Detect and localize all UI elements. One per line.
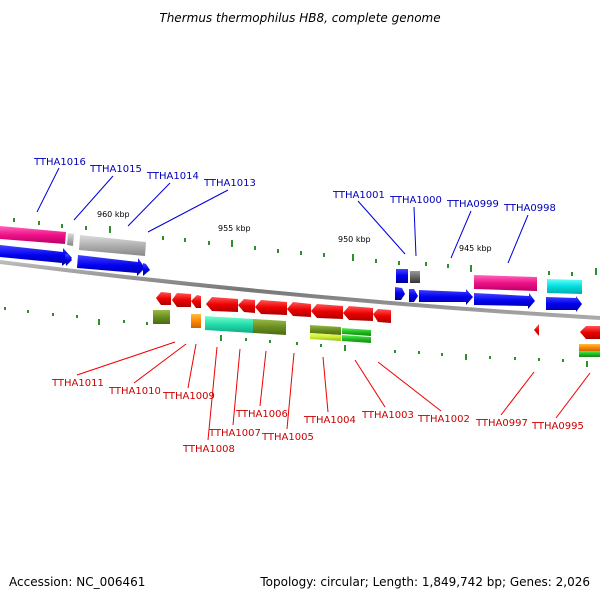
gene-label-TTHA1006: TTHA1006 xyxy=(235,409,288,420)
plus-label-leaders xyxy=(36,167,529,264)
gene-label-TTHA1001: TTHA1001 xyxy=(332,190,385,201)
plus-feature-row xyxy=(0,226,582,294)
genome-axis xyxy=(0,260,600,320)
gene-label-TTHA1011: TTHA1011 xyxy=(51,378,104,389)
gene-label-TTHA1016: TTHA1016 xyxy=(33,157,86,168)
gene-label-TTHA1014: TTHA1014 xyxy=(146,171,199,182)
minus-strand-cds xyxy=(156,292,600,339)
scale-label-950: 950 kbp xyxy=(338,235,371,244)
gene-label-TTHA0997: TTHA0997 xyxy=(475,418,528,429)
scale-label-960: 960 kbp xyxy=(97,210,130,219)
gene-label-TTHA0995: TTHA0995 xyxy=(531,421,584,432)
gene-label-TTHA0999: TTHA0999 xyxy=(446,199,499,210)
gene-label-TTHA1009: TTHA1009 xyxy=(162,391,215,402)
gene-label-TTHA1000: TTHA1000 xyxy=(389,195,442,206)
gene-label-TTHA1007: TTHA1007 xyxy=(208,428,261,439)
gene-label-TTHA1003: TTHA1003 xyxy=(361,410,414,421)
gene-label-TTHA0998: TTHA0998 xyxy=(503,203,556,214)
minus-label-leaders xyxy=(76,341,591,441)
gene-label-TTHA1004: TTHA1004 xyxy=(303,415,356,426)
gene-label-TTHA1002: TTHA1002 xyxy=(417,414,470,425)
map-title: Thermus thermophilus HB8, complete genom… xyxy=(159,11,440,25)
gene-label-TTHA1005: TTHA1005 xyxy=(261,432,314,443)
gene-label-TTHA1015: TTHA1015 xyxy=(89,164,142,175)
minus-feature-row xyxy=(153,310,600,357)
plus-strand-cds xyxy=(0,245,582,312)
accession-text: Accession: NC_006461 xyxy=(9,575,145,589)
scale-label-955: 955 kbp xyxy=(218,224,251,233)
gene-label-TTHA1010: TTHA1010 xyxy=(108,386,161,397)
gene-label-TTHA1008: TTHA1008 xyxy=(182,444,235,455)
outer-tick-marks xyxy=(13,218,597,276)
inner-tick-marks xyxy=(4,307,588,367)
genome-summary-text: Topology: circular; Length: 1,849,742 bp… xyxy=(259,575,590,589)
scale-label-945: 945 kbp xyxy=(459,244,492,253)
gene-label-TTHA1013: TTHA1013 xyxy=(203,178,256,189)
